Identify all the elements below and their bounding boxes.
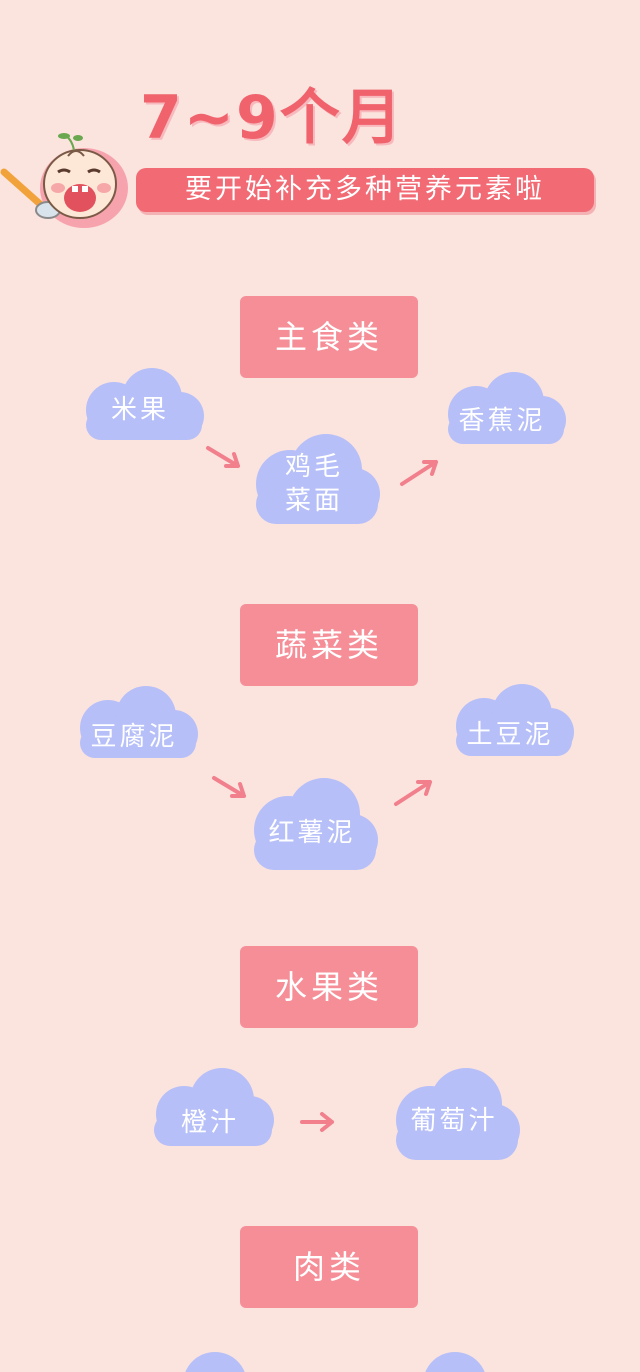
arrow-right-down-icon [206, 446, 240, 468]
cloud-item: 红薯泥 [246, 776, 378, 876]
cloud-label: 鸡毛 菜面 [284, 452, 343, 516]
cloud-shape [185, 1352, 245, 1372]
cloud-partial [410, 1352, 500, 1372]
cloud-shape [254, 778, 378, 870]
cloud-item: 葡萄汁 [388, 1066, 520, 1166]
cloud-shape [256, 434, 380, 524]
cloud-partial [170, 1352, 260, 1372]
cloud-shape [396, 1068, 520, 1160]
cloud-shape [86, 368, 204, 440]
arrow-right-up-icon [394, 780, 432, 806]
cloud-shape [425, 1352, 485, 1372]
cloud-label: 橙汁 [180, 1108, 239, 1138]
arrow-right-down-icon [212, 776, 246, 798]
category-vegetables: 蔬菜类 [240, 604, 418, 686]
cloud-shape [80, 686, 198, 758]
cloud-item: 米果 [74, 366, 206, 446]
cloud-item: 香蕉泥 [436, 370, 568, 450]
cloud-label: 米果 [110, 395, 169, 425]
cloud-item: 豆腐泥 [68, 684, 200, 764]
cloud-label: 香蕉泥 [458, 406, 546, 436]
baby-mascot-icon [0, 126, 130, 234]
cloud-label: 葡萄汁 [410, 1106, 498, 1136]
cloud-label: 红薯泥 [268, 818, 356, 848]
category-staple-food: 主食类 [240, 296, 418, 378]
category-fruits: 水果类 [240, 946, 418, 1028]
cloud-label: 土豆泥 [466, 720, 554, 750]
category-meat: 肉类 [240, 1226, 418, 1308]
cloud-shape [456, 684, 574, 756]
cloud-item: 土豆泥 [444, 682, 576, 762]
arrow-right-icon [300, 1112, 334, 1132]
arrow-right-up-icon [400, 460, 438, 486]
cloud-item: 鸡毛 菜面 [248, 432, 380, 530]
cloud-label: 豆腐泥 [90, 722, 178, 752]
cloud-item: 橙汁 [144, 1068, 276, 1152]
page-title: 7~9个月 [140, 83, 404, 153]
cloud-shape [154, 1068, 274, 1146]
cloud-shape [448, 372, 566, 444]
page-subtitle: 要开始补充多种营养元素啦 [136, 168, 594, 212]
